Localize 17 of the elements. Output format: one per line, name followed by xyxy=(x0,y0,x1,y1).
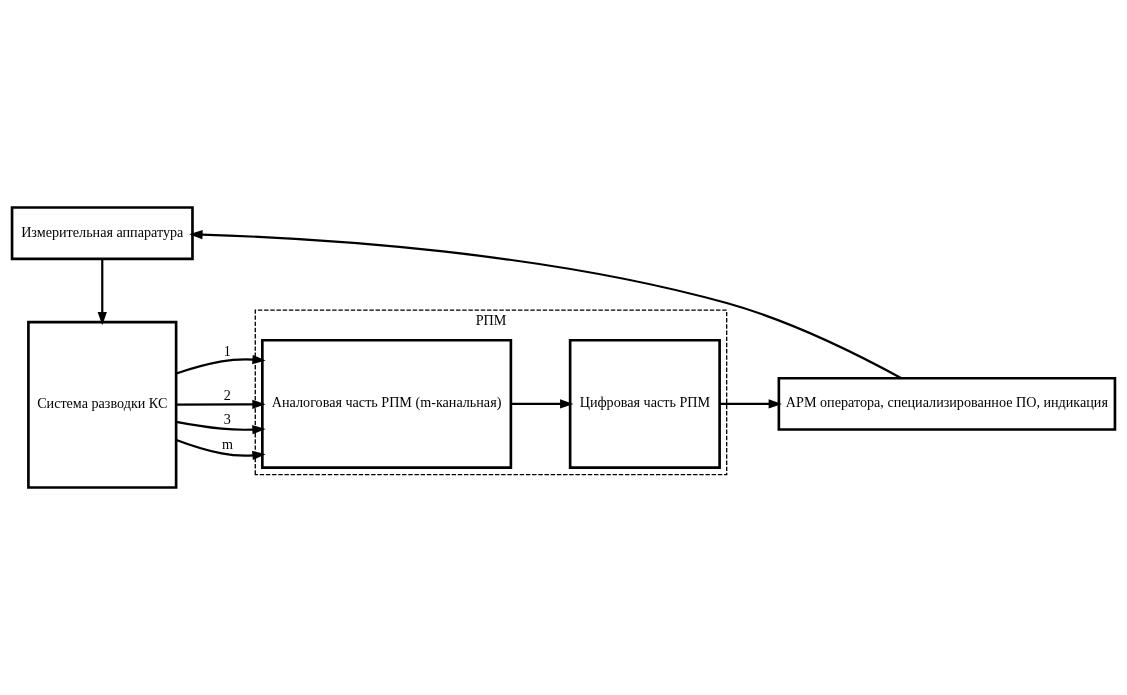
edge-label: 1 xyxy=(223,342,231,359)
edge-label: m xyxy=(221,435,233,452)
arrow xyxy=(719,399,782,409)
node-box: Система разводки КС xyxy=(27,320,178,489)
arrow xyxy=(176,399,266,409)
node-box: Измерительная аппаратура xyxy=(10,206,194,261)
node-box: Цифровая часть РПМ xyxy=(568,338,721,469)
arrow xyxy=(511,399,574,409)
edge-label: 2 xyxy=(223,387,231,404)
node-box: АРМ оператора, специализированное ПО, индикация xyxy=(777,376,1117,431)
arrow xyxy=(97,258,107,326)
arrow xyxy=(176,438,266,461)
arrow xyxy=(189,229,902,380)
edge-label: 3 xyxy=(223,411,231,428)
arrow xyxy=(176,354,266,375)
arrow xyxy=(175,420,266,435)
node-box: Аналоговая часть РПМ (m-канальная) xyxy=(261,338,513,469)
